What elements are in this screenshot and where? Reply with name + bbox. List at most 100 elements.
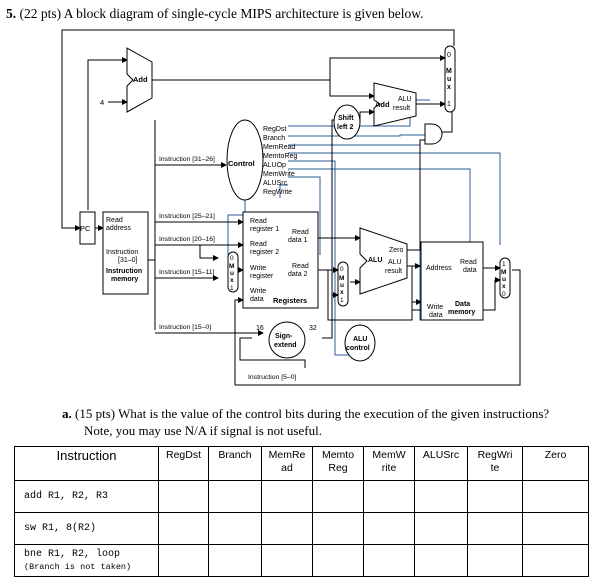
part-a-line1: (15 pts) What is the value of the contro… xyxy=(75,406,550,421)
signal-regdst: RegDst xyxy=(263,126,286,133)
data-memory xyxy=(420,241,484,321)
cell-regwrite[interactable] xyxy=(467,512,523,545)
signal-regwrite: RegWrite xyxy=(263,189,292,196)
part-a-question: a. (15 pts) What is the value of the con… xyxy=(62,405,549,439)
cell-regdst[interactable] xyxy=(158,512,209,545)
row-instruction: bne R1, R2, loop(Branch is not taken) xyxy=(14,544,159,577)
cell-alusrc[interactable] xyxy=(414,480,468,513)
question-number: 5. xyxy=(6,6,17,21)
cell-zero[interactable] xyxy=(522,544,589,577)
reg-read2-b: register 2 xyxy=(250,249,279,256)
alu-control-1: ALU xyxy=(353,336,367,343)
register-file xyxy=(242,211,319,309)
reg-rdata2-b: data 2 xyxy=(288,271,308,278)
table-row: sw R1, 8(R2) xyxy=(14,512,589,545)
branch-adder-label: Add xyxy=(375,100,390,109)
cell-branch[interactable] xyxy=(208,480,262,513)
alu-control-2: control xyxy=(346,345,370,352)
reg-write-a: Write xyxy=(250,265,266,272)
pc-mux-in1: 1 xyxy=(447,101,451,108)
dm-address: Address xyxy=(426,265,452,272)
header-memread-1: MemRe xyxy=(268,449,306,461)
field-15-11: Instruction [15–11] xyxy=(159,269,215,276)
signal-branch: Branch xyxy=(263,135,285,142)
cell-memread[interactable] xyxy=(261,480,313,513)
memtoreg-in1: 1 xyxy=(502,261,506,268)
cell-regwrite[interactable] xyxy=(467,480,523,513)
reg-wdata-a: Write xyxy=(250,288,266,295)
reg-write-b: register xyxy=(250,273,274,280)
cell-zero[interactable] xyxy=(522,480,589,513)
shift-label-2: left 2 xyxy=(337,124,353,131)
header-zero: Zero xyxy=(522,446,589,481)
pc-mux-m: M xyxy=(446,68,452,75)
header-branch: Branch xyxy=(208,446,262,481)
dm-write-data: data xyxy=(429,312,443,319)
bits-32: 32 xyxy=(309,325,317,332)
regdst-in1: 1 xyxy=(230,285,234,292)
control-unit xyxy=(226,119,264,201)
register-port-labels: Read register 1 Read register 2 Write re… xyxy=(250,218,309,303)
part-a-label: a. xyxy=(62,406,72,421)
dm-name-2: memory xyxy=(448,309,475,316)
cell-memread[interactable] xyxy=(261,544,313,577)
im-instruction-bits: [31–0] xyxy=(118,257,138,264)
field-15-0: Instruction [15–0] xyxy=(159,324,211,331)
table-row: bne R1, R2, loop(Branch is not taken) xyxy=(14,544,589,577)
cell-alusrc[interactable] xyxy=(414,544,468,577)
alusrc-mux xyxy=(337,261,349,307)
alusrc-in0: 0 xyxy=(340,266,344,273)
branch-adder xyxy=(373,82,417,127)
cell-memtoreg[interactable] xyxy=(312,480,364,513)
sign-extend-2: extend xyxy=(274,342,297,349)
cell-branch[interactable] xyxy=(208,544,262,577)
regdst-mux xyxy=(227,251,239,293)
field-31-26: Instruction [31–26] xyxy=(159,156,215,163)
memtoreg-u: u xyxy=(502,276,506,283)
dm-read: Read xyxy=(460,259,477,266)
row-instruction: add R1, R2, R3 xyxy=(14,480,159,513)
mips-datapath-diagram: PC Add 4 Add ALU result Shift left 2 0 M… xyxy=(61,29,521,386)
question-title: 5. (22 pts) A block diagram of single-cy… xyxy=(6,6,424,22)
reg-rdata1-b: data 1 xyxy=(288,237,308,244)
cell-memwrite[interactable] xyxy=(363,512,415,545)
signal-memwrite: MemWrite xyxy=(263,171,295,178)
cell-zero[interactable] xyxy=(522,512,589,545)
pc-source-mux xyxy=(444,45,456,113)
cell-memtoreg[interactable] xyxy=(312,512,364,545)
part-a-line2: Note, you may use N/A if signal is not u… xyxy=(84,423,322,438)
dm-name-1: Data xyxy=(455,301,470,308)
cell-regwrite[interactable] xyxy=(467,544,523,577)
branch-adder-alu: ALU xyxy=(398,96,412,103)
field-5-0: Instruction [5–0] xyxy=(248,374,296,381)
signal-memread: MemRead xyxy=(263,144,295,151)
regdst-in0: 0 xyxy=(230,255,234,262)
header-memwrite-1: MemW xyxy=(372,449,406,461)
cell-memwrite[interactable] xyxy=(363,480,415,513)
field-20-16: Instruction [20–16] xyxy=(159,236,215,243)
registers-label: Registers xyxy=(273,296,307,305)
regdst-u: u xyxy=(230,270,234,277)
cell-memwrite[interactable] xyxy=(363,544,415,577)
sign-extend xyxy=(268,321,306,359)
row-instruction-note: (Branch is not taken) xyxy=(24,561,132,572)
regdst-x: x xyxy=(230,277,234,284)
memtoreg-x: x xyxy=(502,283,506,290)
table-row: add R1, R2, R3 xyxy=(14,480,589,513)
pc-label: PC xyxy=(80,224,91,233)
cell-memtoreg[interactable] xyxy=(312,544,364,577)
row-instruction-text: bne R1, R2, loop xyxy=(24,548,121,560)
pc-mux-in0: 0 xyxy=(447,52,451,59)
cell-branch[interactable] xyxy=(208,512,262,545)
im-name-1: Instruction xyxy=(106,268,142,275)
header-instruction: Instruction xyxy=(14,446,159,481)
cell-regdst[interactable] xyxy=(158,480,209,513)
cell-alusrc[interactable] xyxy=(414,512,468,545)
cell-memread[interactable] xyxy=(261,512,313,545)
pc-mux-x: x xyxy=(447,84,451,91)
cell-regdst[interactable] xyxy=(158,544,209,577)
header-regwrite-2: te xyxy=(490,462,500,474)
reg-read2-a: Read xyxy=(250,241,267,248)
